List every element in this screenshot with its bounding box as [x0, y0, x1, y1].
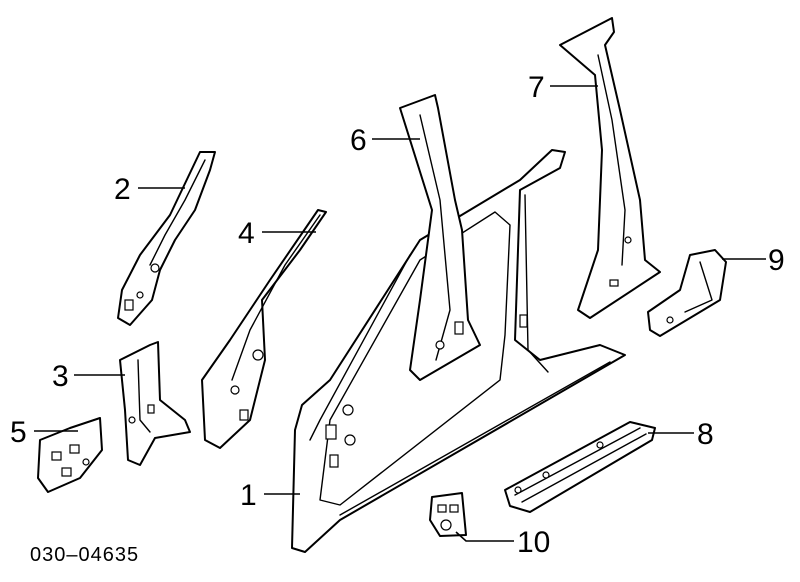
- callout-3: 3: [52, 360, 69, 393]
- callout-1: 1: [240, 479, 257, 512]
- part-2-a-pillar-upper: [117, 151, 216, 326]
- callout-labels: 1 2 3 4 5 6 7 8 9 10: [10, 71, 785, 559]
- part-5-bracket-plate: [37, 417, 103, 493]
- part-6-b-pillar-inner: [399, 94, 481, 381]
- part-9-rear-extension: [647, 249, 727, 337]
- part-3-a-pillar-lower: [119, 341, 191, 466]
- callout-6: 6: [350, 124, 367, 157]
- diagram-reference-code: 030–04635: [30, 544, 139, 566]
- part-7-b-pillar-outer: [559, 17, 661, 319]
- callout-2: 2: [114, 173, 131, 206]
- callout-10: 10: [517, 526, 550, 559]
- leader-10: [455, 531, 514, 542]
- part-10-gusset: [429, 492, 467, 537]
- part-8-sill-reinforcement: [504, 421, 656, 513]
- callout-9: 9: [768, 244, 785, 277]
- callout-8: 8: [697, 418, 714, 451]
- part-4-a-pillar-inner: [201, 209, 327, 449]
- callout-4: 4: [238, 217, 255, 250]
- callout-5: 5: [10, 416, 27, 449]
- callout-7: 7: [528, 71, 545, 104]
- leader-lines: [34, 85, 766, 542]
